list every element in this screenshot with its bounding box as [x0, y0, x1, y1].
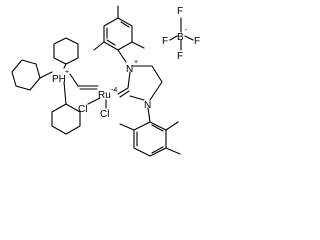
ruthenium-charge: -4 [111, 87, 117, 94]
chloride-right-label: Cl [100, 109, 109, 120]
imidazoline-ring [117, 65, 163, 101]
fluorine-left-label: F [162, 36, 168, 47]
chloride-left-label: Cl [78, 104, 87, 115]
ruthenium-label: Ru [98, 90, 111, 101]
cyclohexyl-bottom [51, 81, 81, 135]
nitrogen-top-charge: + [134, 59, 138, 66]
cyclohexyl-top [53, 37, 79, 69]
cyclohexyl-left [11, 59, 53, 91]
fluorine-right-label: F [194, 36, 200, 47]
boron-charge: - [185, 27, 188, 34]
nitrogen-bottom-label: N [144, 100, 151, 111]
boron-label: B [177, 32, 184, 43]
lower-mesityl-ring [119, 107, 181, 157]
phosphonium-label: PH [52, 74, 66, 85]
molecule-diagram: B - F F F F N + N PH + Ru -4 Cl Cl [0, 0, 212, 181]
upper-mesityl-ring [93, 5, 145, 63]
structure-drawing: B - F F F F N + N PH + Ru -4 Cl Cl [11, 5, 200, 157]
fluorine-top-label: F [177, 6, 183, 17]
ruthenium-bonds [87, 97, 107, 109]
nitrogen-top-label: N [126, 64, 133, 75]
phosphonium-charge: + [65, 69, 69, 76]
tetrafluoroborate [169, 17, 194, 51]
fluorine-bottom-label: F [177, 51, 183, 62]
phosphine-link [69, 73, 99, 90]
